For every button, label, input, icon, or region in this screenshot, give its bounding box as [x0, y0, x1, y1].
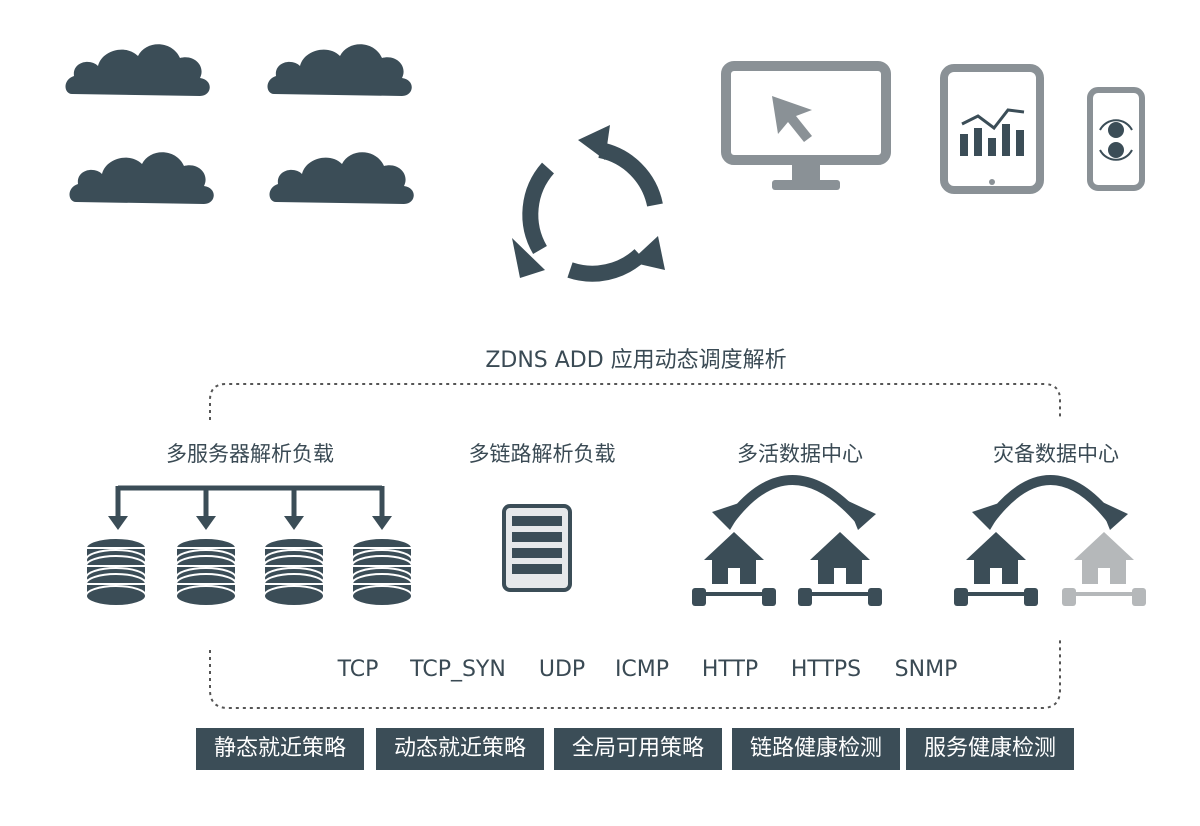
- protocol-label: TCP_SYN: [410, 657, 506, 682]
- protocol-label: SNMP: [894, 657, 958, 682]
- cloud-icon: [269, 152, 414, 204]
- strategy-badge: 服务健康检测: [906, 728, 1074, 770]
- house-icon: [810, 532, 870, 584]
- house-icon-inactive: [1074, 532, 1134, 584]
- cloud-icon: [69, 152, 214, 204]
- section-label-multi-link: 多链路解析负载: [468, 442, 616, 466]
- sync-arc: [726, 475, 864, 524]
- section-label-multi-server: 多服务器解析负载: [166, 442, 334, 466]
- strategy-badge: 链路健康检测: [732, 728, 900, 770]
- database-icon: [175, 537, 237, 607]
- phone-icon: [1087, 87, 1145, 191]
- diagram-title: ZDNS ADD 应用动态调度解析: [485, 348, 787, 373]
- protocol-label: ICMP: [614, 657, 670, 682]
- server-rack-icon: [502, 504, 572, 592]
- dotted-bracket-top: [209, 383, 1061, 420]
- house-icon: [704, 532, 764, 584]
- cloud-icon: [65, 44, 210, 96]
- protocol-label: UDP: [538, 657, 586, 682]
- dotted-bracket-bottom: [209, 640, 1061, 709]
- section-label-disaster-recovery: 灾备数据中心: [993, 442, 1119, 466]
- database-icon: [351, 537, 413, 607]
- database-icon: [263, 537, 325, 607]
- protocol-label: HTTPS: [790, 657, 862, 682]
- strategy-badge: 全局可用策略: [554, 728, 722, 770]
- protocol-label: TCP: [337, 657, 379, 682]
- database-icon: [85, 537, 147, 607]
- strategy-badge: 动态就近策略: [376, 728, 544, 770]
- cloud-icon: [267, 44, 412, 96]
- protocol-label: HTTP: [701, 657, 759, 682]
- sync-arc: [986, 475, 1116, 524]
- strategy-badge: 静态就近策略: [196, 728, 364, 770]
- monitor-icon: [721, 61, 891, 190]
- tablet-icon: [940, 64, 1044, 194]
- refresh-cycle-icon: [522, 142, 663, 282]
- distribution-tree: [115, 485, 385, 518]
- section-label-active-active: 多活数据中心: [737, 442, 863, 466]
- house-icon: [966, 532, 1026, 584]
